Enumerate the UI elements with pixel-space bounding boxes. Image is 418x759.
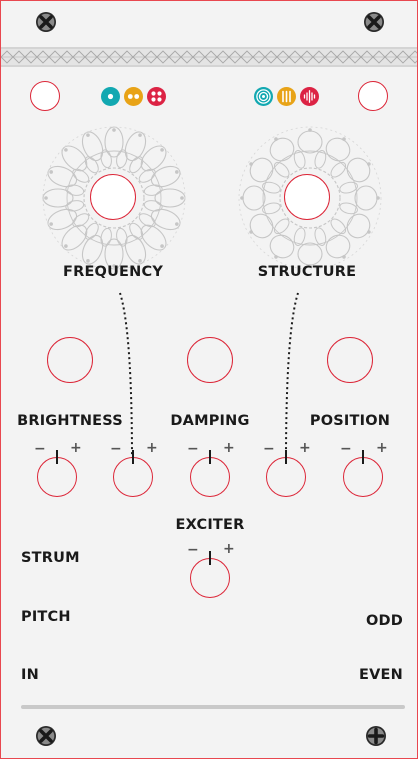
mandala-dot (175, 222, 179, 226)
position-attenuverter-pointer (362, 450, 364, 464)
position-attenuverter-minus-label: − (340, 441, 352, 457)
position-knob[interactable] (327, 337, 373, 383)
mandala-dot (160, 244, 164, 248)
odd-label: ODD (366, 613, 403, 629)
screw-icon (35, 725, 57, 747)
screw-icon (363, 11, 385, 33)
mandala-dot (86, 259, 90, 263)
led-right (358, 81, 388, 111)
two-dots-icon (124, 87, 143, 106)
even-label: EVEN (359, 667, 403, 683)
mandala-petal (243, 186, 265, 210)
exciter-label: EXCITER (176, 517, 245, 533)
mandala-dot (274, 137, 278, 141)
mandala-teardrop (328, 160, 348, 180)
decorative-band (1, 47, 417, 67)
brightness-attenuverter-plus-label: + (70, 440, 82, 456)
mandala-dot (308, 128, 312, 132)
structure-label: STRUCTURE (258, 264, 356, 280)
mandala-dot (49, 170, 53, 174)
brightness-attenuverter-pointer (56, 450, 58, 464)
structure-attenuverter-minus-label: − (263, 441, 275, 457)
damping-attenuverter-minus-label: − (187, 441, 199, 457)
mandala-dot (180, 196, 184, 200)
single-dot-icon (101, 87, 120, 106)
led-left (30, 81, 60, 111)
frequency-attenuverter-pointer (132, 450, 134, 464)
structure-knob[interactable] (284, 174, 330, 220)
mandala-petal (355, 186, 377, 210)
brightness-attenuverter-minus-label: − (34, 441, 46, 457)
damping-knob[interactable] (187, 337, 233, 383)
damping-label: DAMPING (170, 413, 249, 429)
mandala-dot (64, 148, 68, 152)
mandala-dot (367, 230, 371, 234)
mandala-dot (367, 162, 371, 166)
mandala-dot (376, 196, 380, 200)
mandala-dot (249, 162, 253, 166)
position-label: POSITION (310, 413, 390, 429)
mandala-dot (160, 148, 164, 152)
frequency-knob[interactable] (90, 174, 136, 220)
brightness-knob[interactable] (47, 337, 93, 383)
structure-attenuverter-pointer (285, 450, 287, 464)
bottom-divider (21, 705, 405, 709)
mandala-dot (274, 255, 278, 259)
frequency-label: FREQUENCY (63, 264, 163, 280)
screw-icon (365, 725, 387, 747)
mandala-dot (175, 170, 179, 174)
mandala-dot (342, 137, 346, 141)
position-attenuverter-plus-label: + (376, 440, 388, 456)
pitch-label: PITCH (21, 609, 71, 625)
mandala-teardrop (328, 216, 348, 236)
in-label: IN (21, 667, 39, 683)
frequency-attenuverter-plus-label: + (146, 440, 158, 456)
structure-attenuverter-plus-label: + (299, 440, 311, 456)
damping-attenuverter-plus-label: + (223, 440, 235, 456)
mandala-dot (240, 196, 244, 200)
mandala-dot (64, 244, 68, 248)
damping-attenuverter-pointer (209, 450, 211, 464)
waveform-icon (300, 87, 319, 106)
frequency-attenuverter-minus-label: − (110, 441, 122, 457)
vertical-bars-icon (277, 87, 296, 106)
screw-icon (35, 11, 57, 33)
mandala-dot (112, 128, 116, 132)
exciter-attenuverter-minus-label: − (187, 542, 199, 558)
four-dots-icon (147, 87, 166, 106)
exciter-attenuverter-plus-label: + (223, 541, 235, 557)
strum-label: STRUM (21, 550, 80, 566)
concentric-circles-icon (254, 87, 273, 106)
mandala-dot (249, 230, 253, 234)
mandala-dot (49, 222, 53, 226)
mandala-dot (138, 133, 142, 137)
mandala-dot (342, 255, 346, 259)
mandala-petal (298, 131, 322, 153)
exciter-attenuverter-pointer (209, 551, 211, 565)
mandala-dot (138, 259, 142, 263)
brightness-label: BRIGHTNESS (17, 413, 123, 429)
mandala-petal (298, 243, 322, 265)
mandala-dot (86, 133, 90, 137)
mandala-dot (44, 196, 48, 200)
